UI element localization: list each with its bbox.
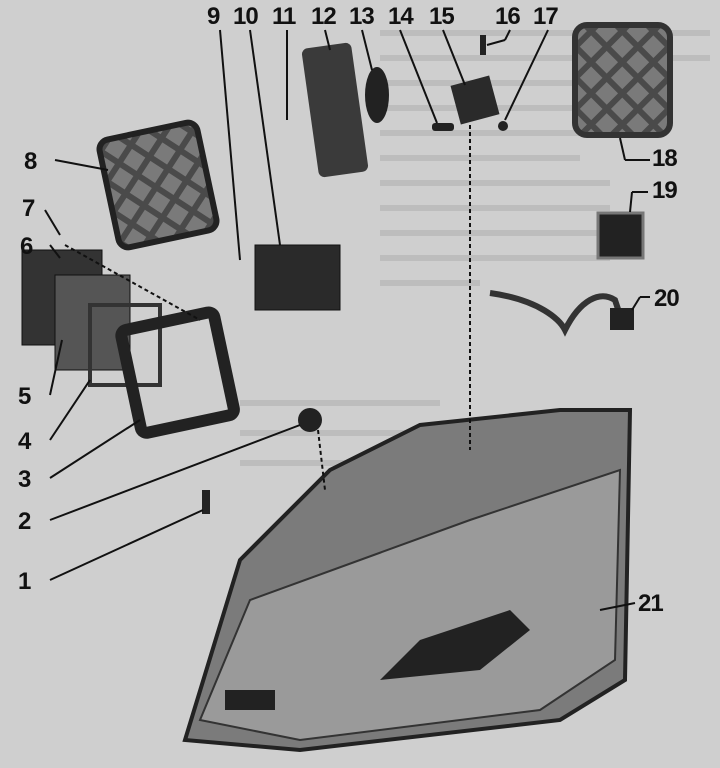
callout-1: 1 xyxy=(18,568,31,595)
part-5-gasket xyxy=(54,274,131,371)
part-15-bracket xyxy=(450,75,500,125)
callout-12: 12 xyxy=(311,3,337,30)
callout-5: 5 xyxy=(18,383,31,410)
part-12-motor xyxy=(301,42,369,178)
part-10-control-unit xyxy=(254,244,341,311)
part-2-bulb-cap xyxy=(298,408,322,432)
part-16-screw xyxy=(480,35,486,55)
callout-15: 15 xyxy=(429,3,455,30)
part-17-nut xyxy=(498,121,508,131)
part-21-headlight-housing xyxy=(182,408,633,753)
callout-13: 13 xyxy=(349,3,375,30)
part-13-ring xyxy=(365,67,389,123)
callout-21: 21 xyxy=(638,590,664,617)
callout-6: 6 xyxy=(20,233,33,260)
part-1-screw xyxy=(202,490,210,514)
callout-14: 14 xyxy=(388,3,414,30)
part-8-grille xyxy=(96,119,220,251)
callout-9: 9 xyxy=(207,3,220,30)
part-20-wiring-harness xyxy=(489,290,623,337)
callout-11: 11 xyxy=(272,3,296,30)
callout-20: 20 xyxy=(654,285,680,312)
part-3-frame xyxy=(115,306,240,439)
assembly-guide-lines xyxy=(64,125,471,491)
callout-7: 7 xyxy=(22,195,35,222)
part-4-seal xyxy=(88,303,162,387)
callout-8: 8 xyxy=(24,148,37,175)
callout-18: 18 xyxy=(652,145,678,172)
callout-17: 17 xyxy=(533,3,559,30)
harness-connector xyxy=(610,308,634,330)
part-19-bulb-socket xyxy=(596,211,645,260)
callout-16: 16 xyxy=(495,3,521,30)
callout-4: 4 xyxy=(18,428,31,455)
part-14-pin xyxy=(432,123,454,131)
part-18-grille xyxy=(572,22,673,138)
callout-19: 19 xyxy=(652,177,678,204)
callout-2: 2 xyxy=(18,508,31,535)
leader-lines xyxy=(44,29,650,611)
callout-10: 10 xyxy=(233,3,259,30)
callout-3: 3 xyxy=(18,466,31,493)
